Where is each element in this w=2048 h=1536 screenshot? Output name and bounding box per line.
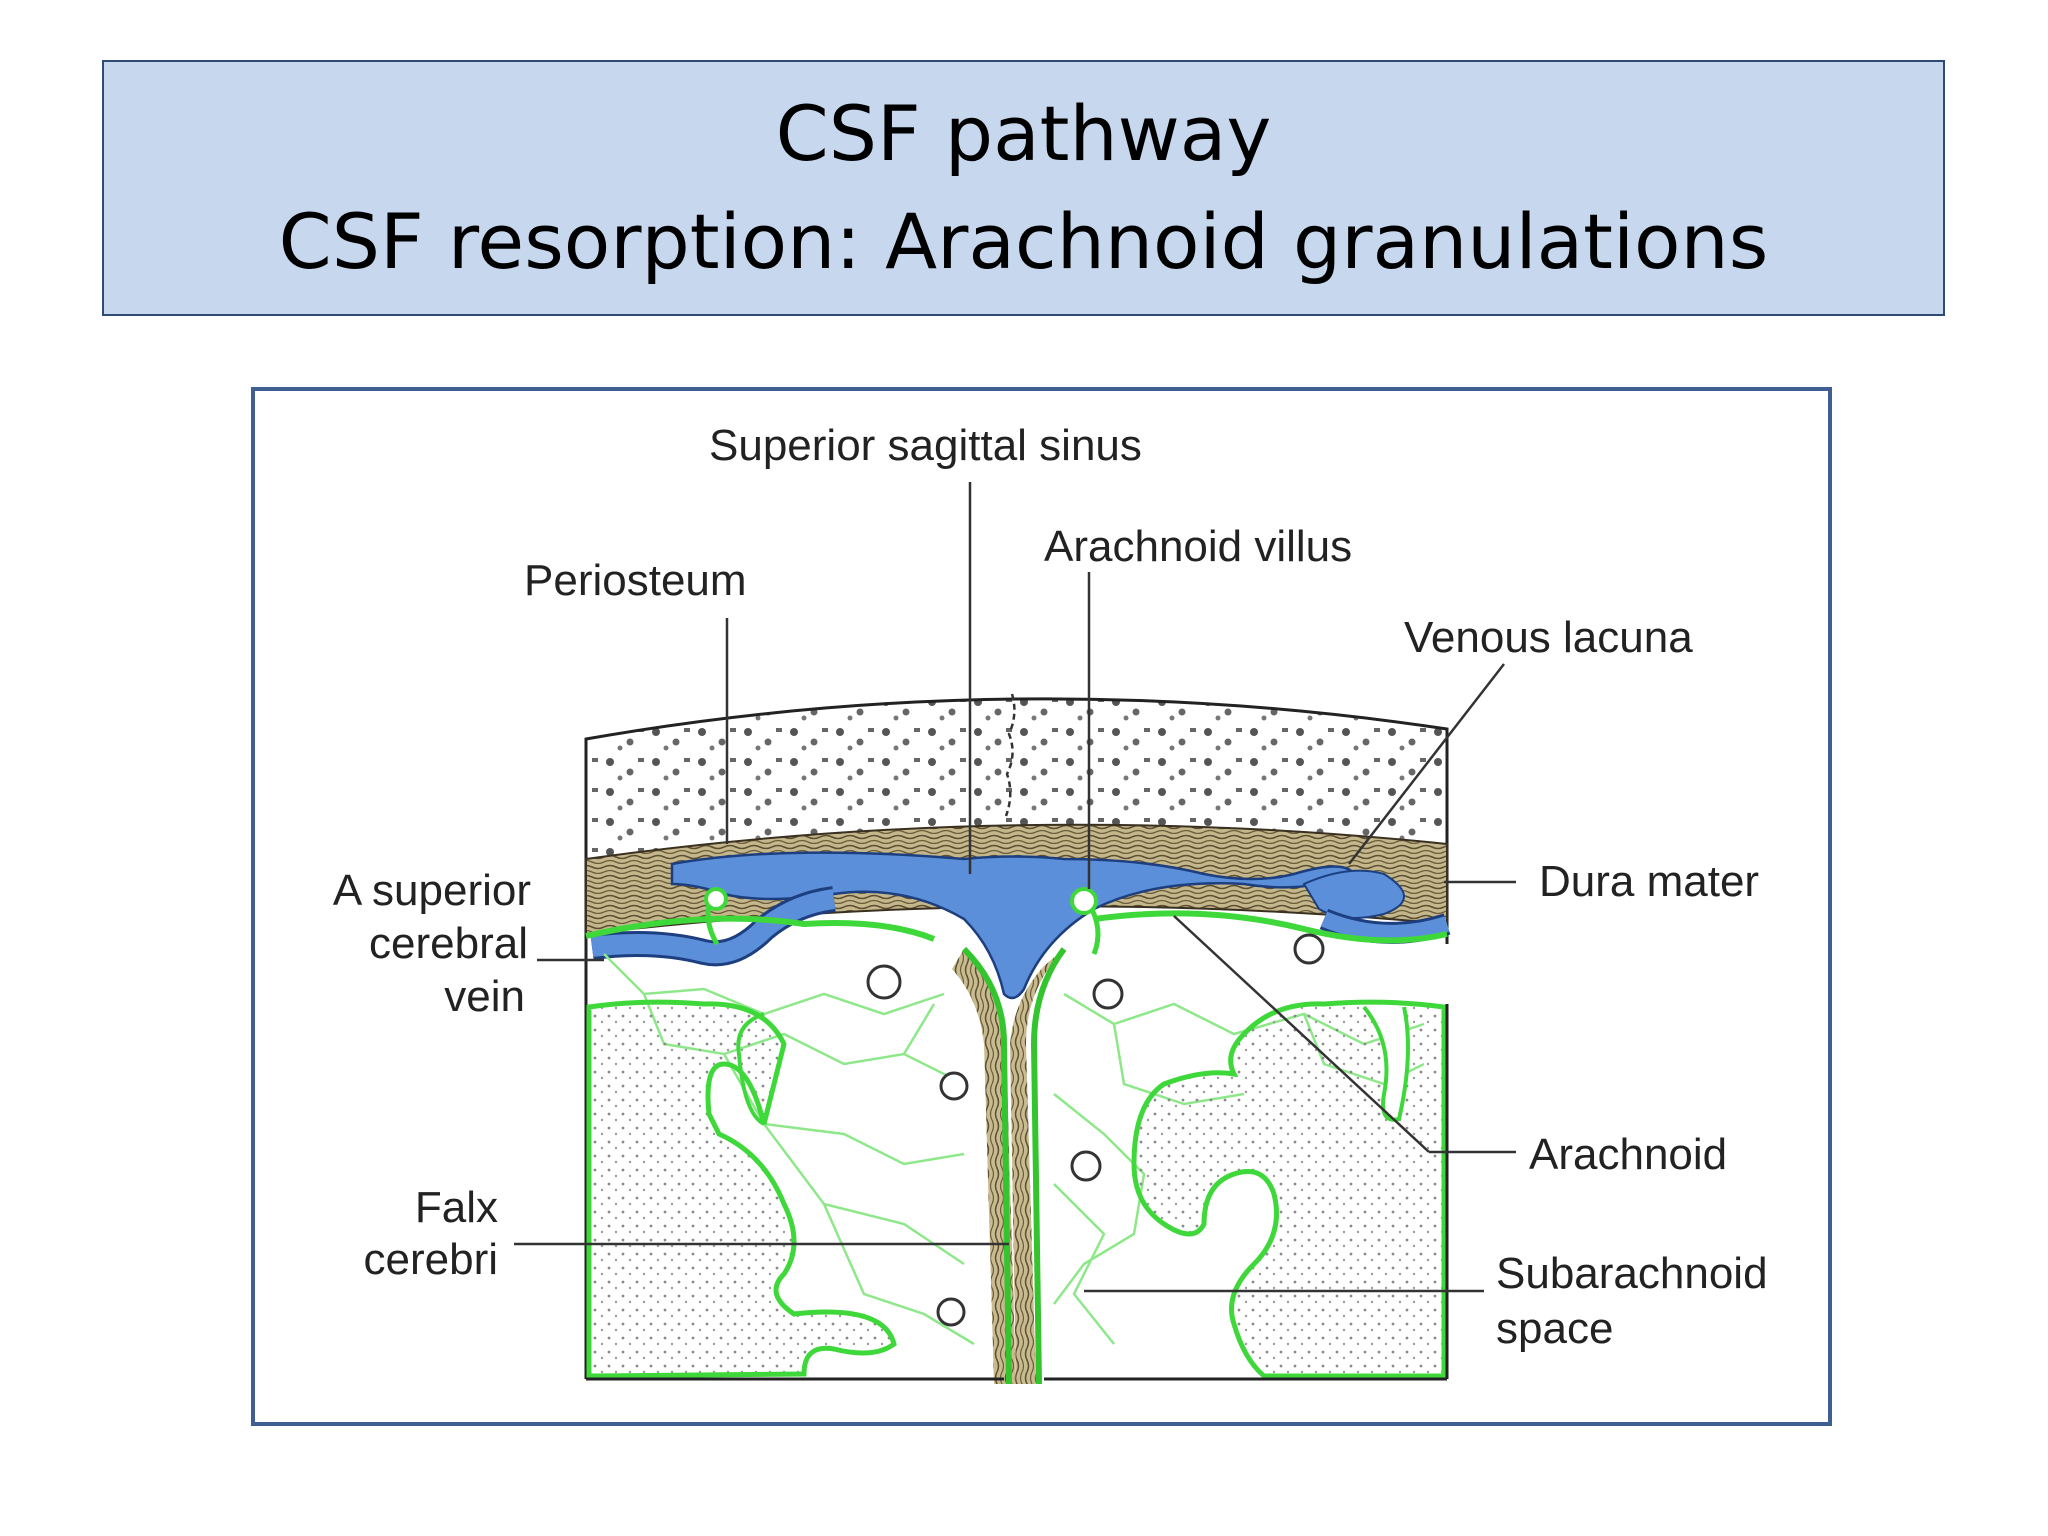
arachnoid-villus-bulbs xyxy=(704,887,1098,915)
label-superior-cerebral-vein-line1: A superior xyxy=(333,866,531,915)
label-falx-cerebri-line1: Falx xyxy=(415,1183,498,1232)
brain-cortex-left xyxy=(586,999,897,1379)
subarachnoid-vessels xyxy=(866,933,1325,1327)
label-arachnoid-villus: Arachnoid villus xyxy=(1044,522,1352,571)
label-subarachnoid-space-line2: space xyxy=(1496,1304,1613,1353)
falx-cerebri xyxy=(952,946,1067,1385)
slide-title-box: CSF pathway CSF resorption: Arachnoid gr… xyxy=(102,60,1945,316)
diagram-frame: Superior sagittal sinus Arachnoid villus… xyxy=(251,387,1832,1426)
label-superior-cerebral-vein-line2: cerebral xyxy=(369,919,528,968)
label-falx-cerebri-line2: cerebri xyxy=(364,1235,499,1284)
label-arachnoid: Arachnoid xyxy=(1529,1130,1727,1179)
slide-subtitle: CSF resorption: Arachnoid granulations xyxy=(278,197,1769,286)
label-superior-sagittal-sinus: Superior sagittal sinus xyxy=(709,421,1142,470)
brain-cortex-right xyxy=(1131,999,1447,1379)
arachnoid-granulation-diagram: Superior sagittal sinus Arachnoid villus… xyxy=(333,421,1768,1385)
superior-cerebral-vein xyxy=(590,886,1451,967)
label-superior-cerebral-vein-line3: vein xyxy=(444,972,525,1021)
leader-lines xyxy=(514,482,1516,1293)
label-periosteum: Periosteum xyxy=(524,556,747,605)
slide-title: CSF pathway xyxy=(775,89,1272,178)
label-dura-mater: Dura mater xyxy=(1539,857,1759,906)
label-subarachnoid-space-line1: Subarachnoid xyxy=(1496,1249,1768,1298)
label-venous-lacuna: Venous lacuna xyxy=(1404,613,1693,662)
